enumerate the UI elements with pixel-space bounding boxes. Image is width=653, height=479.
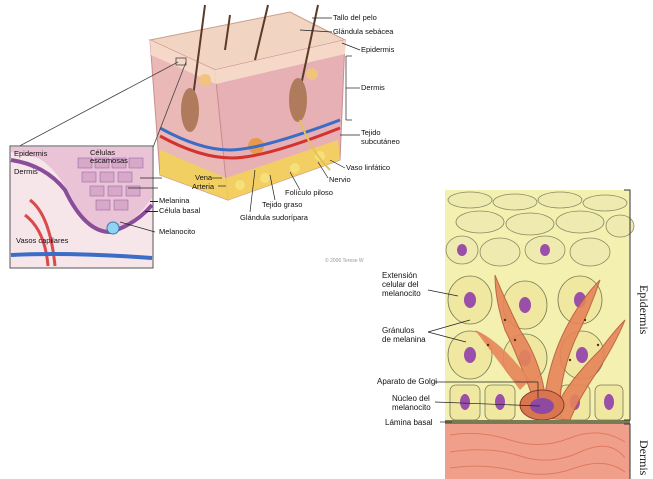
basal-lamina (445, 420, 630, 424)
label-extension-celular: Extensión celular del melanocito (382, 271, 421, 298)
label-lamina-basal: Lámina basal (385, 418, 433, 427)
label-nucleo-melanocito: Núcleo del melanocito (392, 394, 431, 412)
label-epidermis-side: Epidermis (640, 285, 648, 334)
dermis-tissue (445, 424, 630, 479)
label-granulos-melanina: Gránulos de melanina (382, 326, 426, 344)
label-aparato-golgi: Aparato de Golgi (377, 377, 437, 386)
label-dermis-side: Dermis (640, 440, 648, 475)
